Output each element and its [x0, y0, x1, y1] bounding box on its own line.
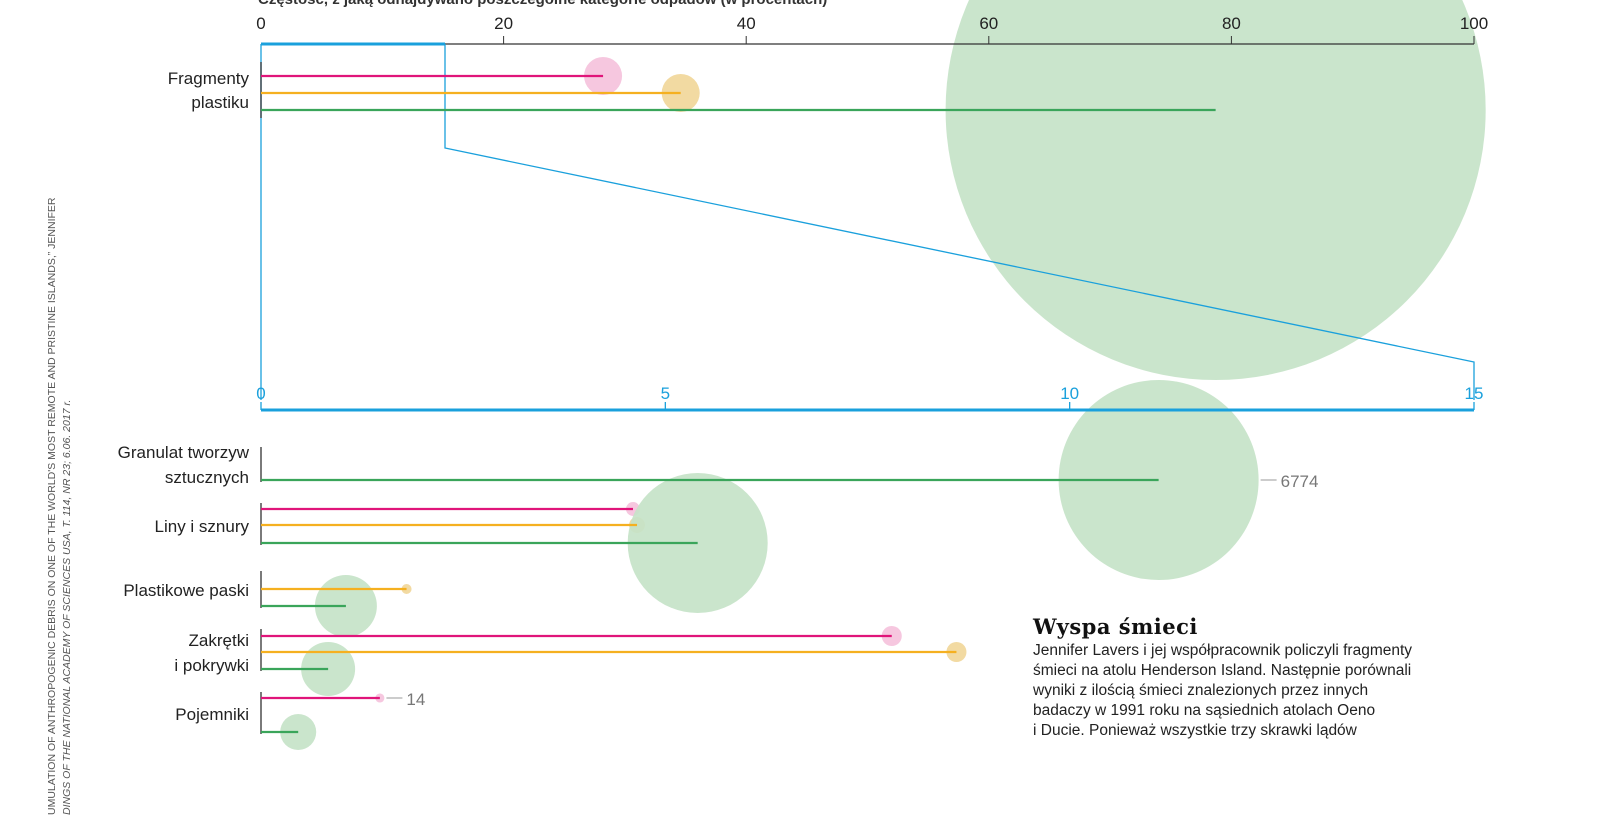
bubble-annotation: 6774	[1281, 472, 1319, 491]
category-label: Plastikowe paski	[123, 581, 249, 600]
chart-subtitle: Częstość, z jaką odnajdywano poszczególn…	[258, 0, 827, 8]
labels-layer: 0 20 40 60 80 100 0 5 10 15 Fragmenty plastikuGranu…	[118, 14, 1489, 724]
category-label: Granulat tworzyw	[118, 443, 250, 462]
top-axis-tick-label: 20	[494, 14, 513, 33]
source-line-1: UMULATION OF ANTHROPOGENIC DEBRIS ON ONE…	[46, 197, 58, 815]
category-label: Zakrętki	[189, 631, 249, 650]
sidebar-text-box: Wyspa śmieci Jennifer Lavers i jej współ…	[1033, 614, 1473, 741]
source-credit: UMULATION OF ANTHROPOGENIC DEBRIS ON ONE…	[45, 85, 75, 815]
axes-layer	[260, 36, 1475, 734]
bottom-axis-tick-label: 0	[256, 384, 265, 403]
bars-layer	[261, 74, 1277, 734]
sidebar-body: Jennifer Lavers i jej współpracownik pol…	[1033, 641, 1473, 741]
bubble-pink	[375, 693, 385, 703]
lollipop-bubble-chart: 0 20 40 60 80 100 0 5 10 15 Fragmenty plastikuGranu…	[118, 0, 1489, 751]
top-axis-tick-label: 60	[979, 14, 998, 33]
category-label: sztucznych	[165, 468, 249, 487]
sidebar-line: i Ducie. Ponieważ wszystkie trzy skrawki…	[1033, 722, 1357, 739]
source-line-2: DINGS OF THE NATIONAL ACADEMY OF SCIENCE…	[61, 399, 73, 815]
sidebar-line: badaczy w 1991 roku na sąsiednich atolac…	[1033, 702, 1376, 719]
top-axis-tick-label: 80	[1222, 14, 1241, 33]
zoom-connector-right	[444, 44, 1475, 400]
bubble-green	[945, 0, 1486, 380]
top-axis-tick-label: 0	[256, 14, 265, 33]
bottom-axis-tick-label: 5	[661, 384, 670, 403]
top-axis-tick-label: 40	[737, 14, 756, 33]
category-label: Fragmenty	[168, 69, 250, 88]
bottom-axis-tick-label: 15	[1465, 384, 1484, 403]
category-label: Pojemniki	[175, 705, 249, 724]
top-axis-tick-label: 100	[1460, 14, 1488, 33]
category-label: plastiku	[191, 93, 249, 112]
bottom-axis-tick-label: 10	[1060, 384, 1079, 403]
category-label: Liny i sznury	[155, 517, 250, 536]
sidebar-line: wyniki z ilością śmieci znalezionych prz…	[1033, 682, 1369, 699]
sidebar-title: Wyspa śmieci	[1033, 614, 1198, 639]
category-label: i pokrywki	[174, 656, 249, 675]
bubble-annotation: 14	[406, 690, 425, 709]
sidebar-line: Jennifer Lavers i jej współpracownik pol…	[1033, 642, 1413, 659]
sidebar-line: śmieci na atolu Henderson Island. Następ…	[1033, 662, 1412, 679]
